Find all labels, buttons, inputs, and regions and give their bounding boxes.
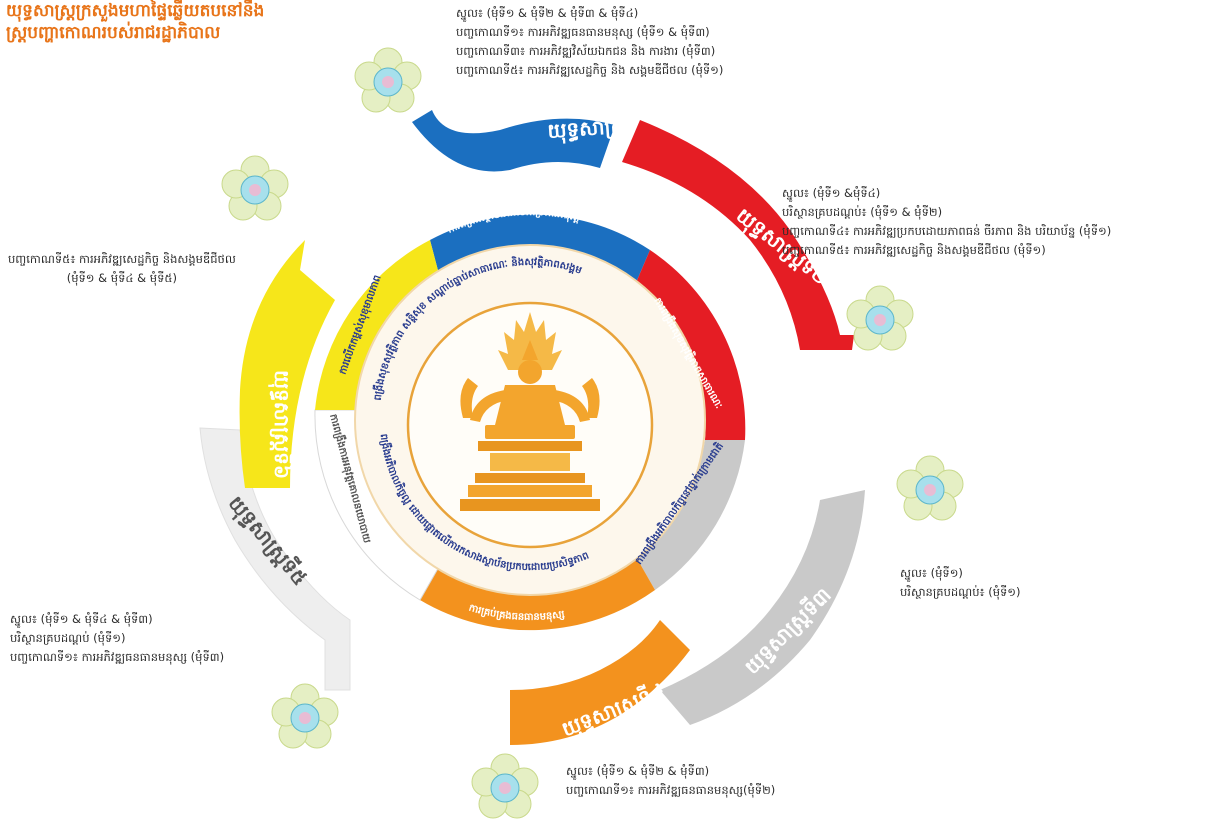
note-line: បញ្ចកោណទី៥៖ ការអភិវឌ្ឍសេដ្ឋកិច្ច និង សង្…: [456, 63, 724, 77]
note-line: បរិស្ថានគ្របដណ្តប់ (មុំទី១): [10, 631, 126, 645]
title-line-2: ស្រ្តបញ្ហាកោណរបស់រាជរដ្ឋាភិបាល: [6, 23, 221, 43]
title-line-1: យុទ្ធសាស្ត្រ​ក្រសួងមហាផ្ទៃ​ឆ្លើយតប​នៅនឹង: [6, 1, 265, 21]
note-line: បញ្ចកោណទី១៖ ការអភិវឌ្ឍធនធានមនុស្ស (មុំទី…: [10, 650, 225, 664]
note-line: ស្នូល៖ (មុំទី១): [900, 566, 963, 580]
ring-segment-red: [635, 250, 746, 440]
flower-icon-s2: [846, 285, 914, 351]
note-line: បញ្ចកោណទី៥៖ ការអភិវឌ្ឍសេដ្ឋកិច្ច និងសង្គ…: [8, 252, 236, 266]
note-line: ស្នូល៖ (មុំទី១ & មុំទី២ & មុំទី៣): [566, 764, 710, 778]
note-line: ស្នូល៖ (មុំទី១ & មុំទី៤ & មុំទី៣): [10, 612, 153, 626]
strategy-6-arc: [239, 240, 335, 488]
note-line: បញ្ចកោណទី៥៖ ការអភិវឌ្ឍសេដ្ឋកិច្ច និងសង្គ…: [782, 243, 1046, 257]
note-line: បញ្ចកោណទី១៖ ការអភិវឌ្ឍធនធានមនុស្ស(មុំទី២…: [566, 783, 776, 797]
strategy-5-notes: ស្នូល៖ (មុំទី១ & មុំទី៤ & មុំទី៣) បរិស្ថ…: [10, 610, 224, 667]
strategy-2-notes: ស្នូល៖ (មុំទី១ &មុំទី៤) បរិស្ថានគ្របដណ្ត…: [782, 184, 1111, 260]
strategy-2-arc: [622, 120, 854, 350]
note-line: (មុំទី១ & មុំទី៤ & មុំទី៥): [66, 271, 178, 285]
strategy-6-label: យុទ្ធសាស្ត្រទី៦: [268, 370, 295, 479]
strategy-4-arc: [510, 620, 690, 745]
flower-icon-s1: [354, 47, 422, 113]
strategy-4-notes: ស្នូល៖ (មុំទី១ & មុំទី២ & មុំទី៣) បញ្ចកោ…: [566, 762, 775, 800]
strategy-3-arc: [660, 490, 865, 725]
note-line: ស្នូល៖ (មុំទី១ & មុំទី២ & មុំទី៣ & មុំទី…: [456, 6, 639, 20]
strategy-1-notes: ស្នូល៖ (មុំទី១ & មុំទី២ & មុំទី៣ & មុំទី…: [456, 4, 723, 80]
note-line: បញ្ចកោណទី៤៖ ការអភិវឌ្ឍប្រកបដោយភាពធន់ ចីរ…: [782, 224, 1112, 238]
note-line: បញ្ចកោណទី៣៖ ការអភិវឌ្ឍវិស័យឯកជន និង ការង…: [456, 44, 716, 58]
note-line: ស្នូល៖ (មុំទី១ &មុំទី៤): [782, 186, 881, 200]
ring-segment-yellow: [315, 240, 440, 410]
ring-segment-gray: [635, 440, 745, 590]
strategy-3-notes: ស្នូល៖ (មុំទី១) បរិស្ថានគ្របដណ្តប់៖ (មុំ…: [900, 564, 1021, 602]
note-line: បរិស្ថានគ្របដណ្តប់៖ (មុំទី១ & មុំទី២): [782, 205, 943, 219]
strategy-5-arc: [199, 427, 351, 691]
flower-icon-s4: [471, 753, 539, 819]
flower-icon-s3: [896, 455, 964, 521]
strategy-6-notes: បញ្ចកោណទី៥៖ ការអភិវឌ្ឍសេដ្ឋកិច្ច និងសង្គ…: [8, 250, 236, 288]
note-line: បរិស្ថានគ្របដណ្តប់៖ (មុំទី១): [900, 585, 1021, 599]
flower-icon-s6: [221, 155, 289, 221]
angkor-deity-emblem-icon: [460, 312, 600, 511]
flower-icon-s5: [271, 683, 339, 749]
note-line: បញ្ចកោណទី១៖ ការអភិវឌ្ឍធនធានមនុស្ស (មុំទី…: [456, 25, 710, 39]
page-title: យុទ្ធសាស្ត្រ​ក្រសួងមហាផ្ទៃ​ឆ្លើយតប​នៅនឹង…: [6, 0, 264, 44]
strategy-1-arc: [412, 110, 615, 172]
